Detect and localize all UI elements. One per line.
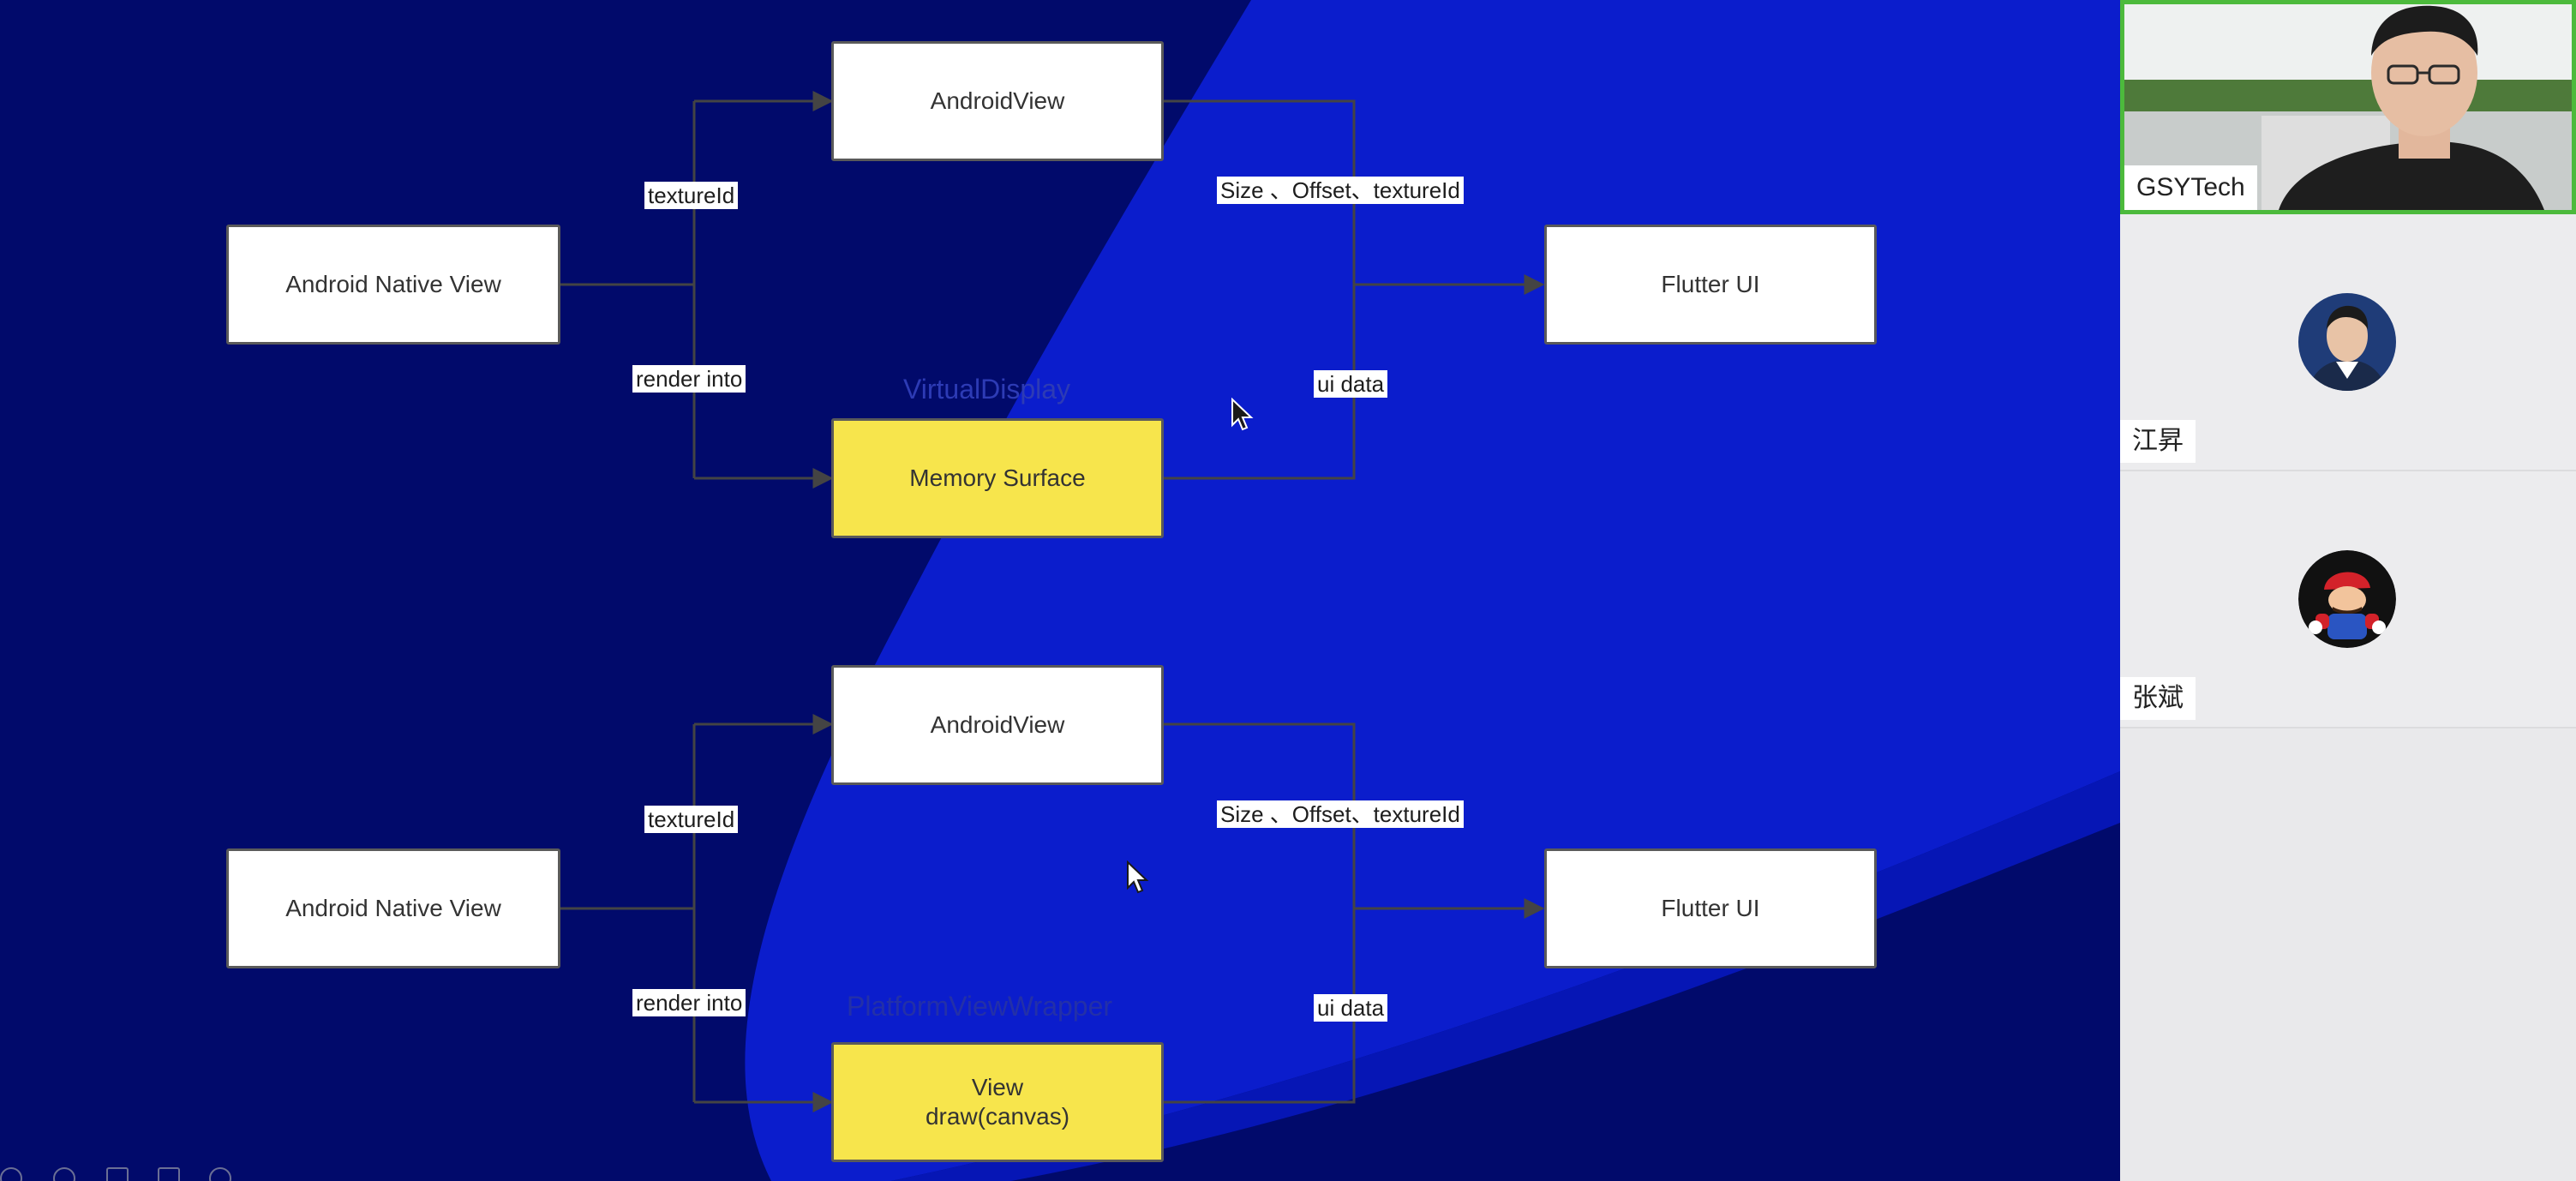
flutter-ui-box-top: Flutter UI xyxy=(1544,225,1877,345)
virtual-display-caption: VirtualDisplay xyxy=(903,374,1071,405)
zoom-icon[interactable] xyxy=(209,1167,231,1181)
prev-slide-icon[interactable] xyxy=(0,1167,22,1181)
participant-tile[interactable]: 张斌 xyxy=(2120,471,2576,728)
bottom-connectors xyxy=(559,714,1545,1112)
android-view-box-top: AndroidView xyxy=(831,41,1164,161)
participant-name: 张斌 xyxy=(2120,677,2196,720)
platform-view-wrapper-caption: PlatformViewWrapper xyxy=(847,991,1113,1022)
video-feed xyxy=(2124,4,2572,210)
participant-tile[interactable]: 江昇 xyxy=(2120,214,2576,471)
render-into-label-bottom: render into xyxy=(632,989,746,1016)
texture-id-label-bottom: textureId xyxy=(644,806,739,833)
render-into-label-top: render into xyxy=(632,365,746,393)
top-connectors xyxy=(559,91,1545,489)
ui-data-label-top: ui data xyxy=(1314,370,1388,398)
participants-panel: GSYTech 江昇 xyxy=(2120,0,2576,1181)
ui-data-label-bottom: ui data xyxy=(1314,994,1388,1022)
shared-screen-slide: Android Native View AndroidView Memory S… xyxy=(0,0,2120,1181)
memory-surface-box: Memory Surface xyxy=(831,418,1164,538)
view-draw-canvas-box: View draw(canvas) xyxy=(831,1042,1164,1162)
pen-icon[interactable] xyxy=(106,1167,129,1181)
android-view-box-bottom: AndroidView xyxy=(831,665,1164,785)
android-native-view-box-bottom: Android Native View xyxy=(226,848,560,968)
cursor-icon xyxy=(1127,860,1149,894)
size-offset-label-top: Size 、Offset、textureId xyxy=(1217,177,1464,204)
participant-name: GSYTech xyxy=(2124,165,2257,210)
presentation-toolbar[interactable] xyxy=(0,1164,257,1181)
slides-grid-icon[interactable] xyxy=(158,1167,180,1181)
avatar-mario xyxy=(2298,550,2396,648)
participant-tile-active-speaker[interactable]: GSYTech xyxy=(2120,0,2576,214)
next-slide-icon[interactable] xyxy=(53,1167,75,1181)
flutter-ui-box-bottom: Flutter UI xyxy=(1544,848,1877,968)
android-native-view-box-top: Android Native View xyxy=(226,225,560,345)
cursor-icon xyxy=(1231,398,1254,431)
avatar-portrait xyxy=(2298,293,2396,391)
participant-name: 江昇 xyxy=(2120,420,2196,463)
size-offset-label-bottom: Size 、Offset、textureId xyxy=(1217,800,1464,828)
texture-id-label-top: textureId xyxy=(644,182,739,209)
